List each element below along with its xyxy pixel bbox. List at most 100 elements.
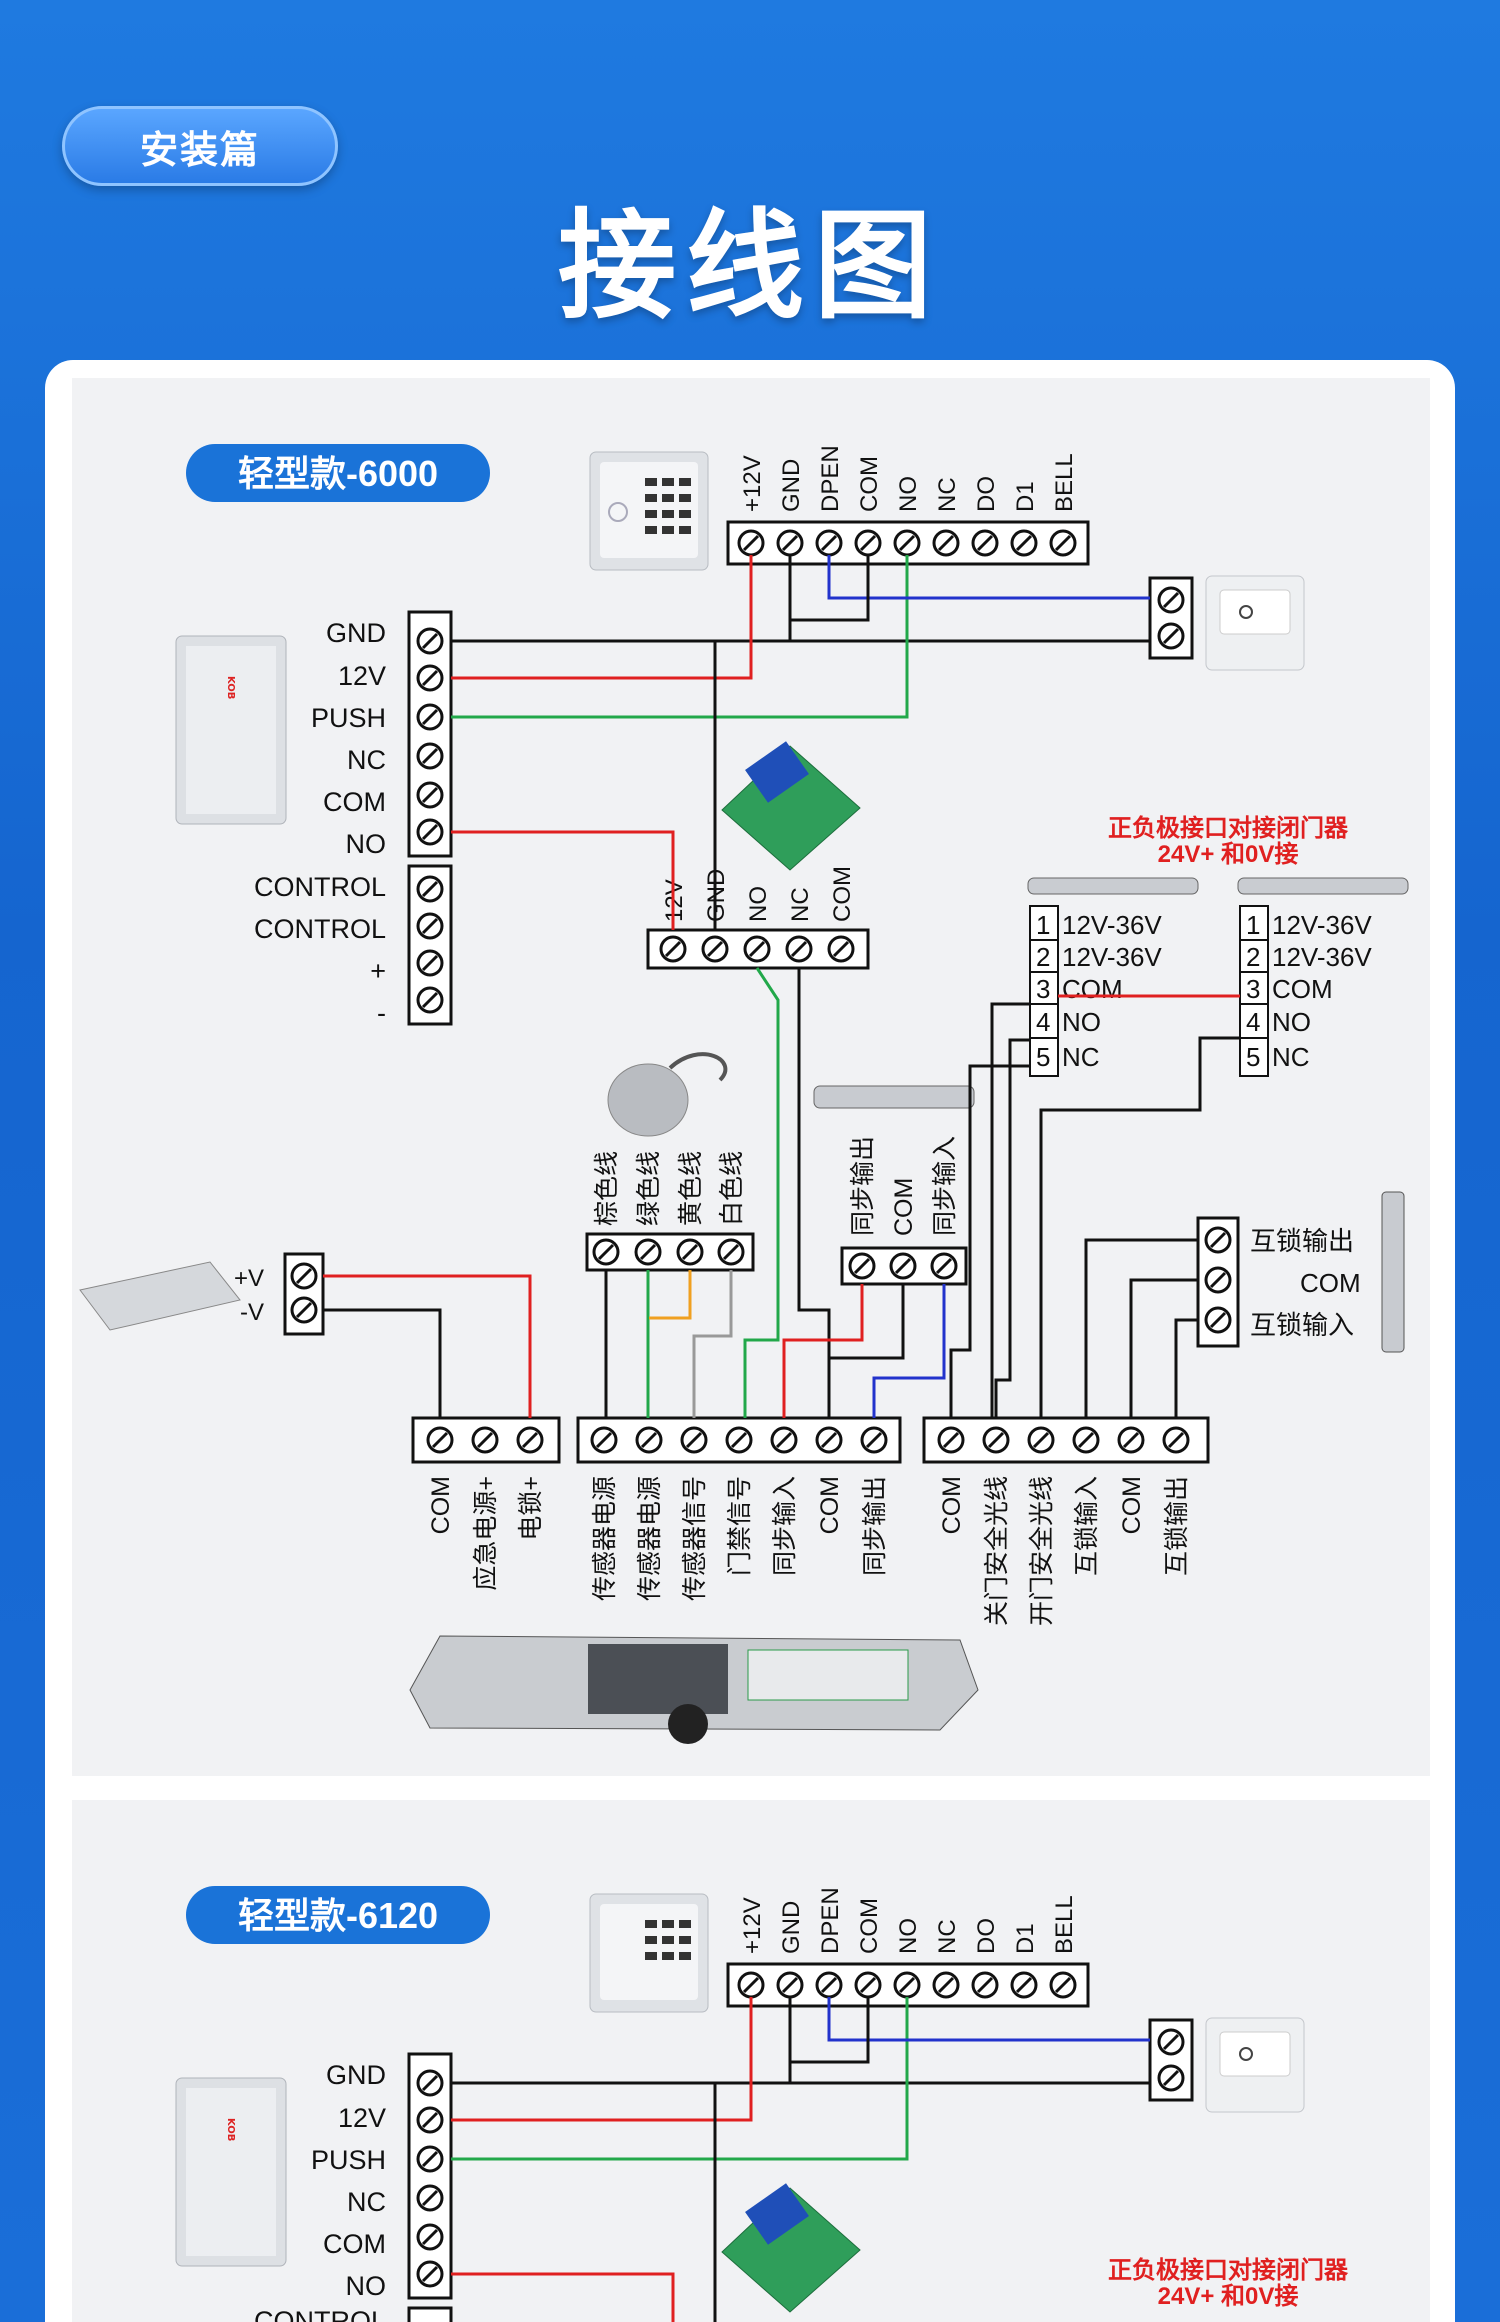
- svg-text:KOB: KOB: [225, 676, 236, 699]
- keypad-terminal-block-2: +12V GND DPEN COM NO NC DO D1 BELL: [726, 1887, 1090, 2008]
- closer-note: 正负极接口对接闭门器 24V+ 和0V接: [1108, 814, 1349, 868]
- terminal-label: BELL: [1051, 453, 1078, 512]
- note-line: 正负极接口对接闭门器: [1108, 2256, 1349, 2284]
- terminal-label: 传感器电源: [636, 1476, 664, 1601]
- pin-number: 5: [1036, 1042, 1050, 1072]
- terminal-label: GND: [326, 2060, 386, 2090]
- pin-number: 3: [1036, 974, 1050, 1004]
- terminal-label: CONTROL: [254, 2306, 386, 2322]
- pin-number: 5: [1246, 1042, 1260, 1072]
- terminal-label: 同步输入: [771, 1476, 799, 1576]
- terminal-label: 互锁输入: [1250, 1310, 1354, 1340]
- terminal-label: +12V: [739, 1897, 766, 1954]
- terminal-label: 12V: [338, 661, 386, 691]
- interlock-device-icon: [1381, 1191, 1405, 1353]
- keypad-terminal-block: +12V GND DPEN COM NO NC DO D1 BELL: [726, 445, 1090, 566]
- terminal-label: COM: [323, 787, 386, 817]
- terminal-label: 门禁信号: [726, 1476, 754, 1576]
- lock-terminal-block: [283, 1252, 325, 1336]
- wire-label: 绿色线: [635, 1151, 663, 1226]
- wire-label: 黄色线: [677, 1151, 705, 1226]
- terminal-label: NO: [346, 2271, 387, 2301]
- terminal-label: PUSH: [311, 703, 386, 733]
- terminal-label: GND: [778, 459, 805, 512]
- note-line: 24V+ 和0V接: [1158, 841, 1299, 868]
- sync-terminal-block: 同步输出 COM 同步输入: [840, 1136, 968, 1286]
- terminal-label: NO: [745, 886, 772, 922]
- terminal-label: CONTROL: [254, 872, 386, 902]
- terminal-label: NC: [347, 2187, 386, 2217]
- note-line: 24V+ 和0V接: [1158, 2283, 1299, 2310]
- pin-number: 4: [1246, 1007, 1260, 1037]
- wire-label: 白色线: [718, 1151, 746, 1226]
- safety-beam-right: 1 12V-36V 2 12V-36V 3 COM 4 NO 5 NC: [1237, 877, 1409, 1077]
- terminal-label: COM: [323, 2229, 386, 2259]
- pin-number: 2: [1246, 942, 1260, 972]
- terminal-label: COM: [829, 866, 856, 922]
- controller-terminals-group3: COM 关门安全光线 开门安全光线 互锁输入 COM 互锁输出: [922, 1416, 1210, 1626]
- exit-button-icon: [1205, 575, 1305, 671]
- exit-button-terminals: [1148, 576, 1194, 660]
- pin-number: 1: [1246, 910, 1260, 940]
- terminal-label: NO: [346, 829, 387, 859]
- terminal-label: BELL: [1051, 1895, 1078, 1954]
- wires-6120: [451, 1997, 1150, 2322]
- terminal-label: 互锁输出: [1250, 1226, 1354, 1256]
- controller-terminals-group1: COM 应急电源+ 电锁+: [411, 1416, 561, 1591]
- svg-text:KOB: KOB: [225, 2118, 236, 2141]
- relay-module-icon-2: [721, 2183, 861, 2313]
- pin-label: NO: [1272, 1007, 1311, 1037]
- terminal-label: 开门安全光线: [1028, 1476, 1056, 1626]
- terminal-label: GND: [778, 1901, 805, 1954]
- wires-6000: [323, 555, 1240, 1418]
- terminal-label: 传感器电源: [591, 1476, 619, 1601]
- pin-number: 4: [1036, 1007, 1050, 1037]
- terminal-label: 同步输出: [849, 1136, 877, 1236]
- pin-label: COM: [1062, 974, 1123, 1004]
- safety-beam-left: 1 12V-36V 2 12V-36V 3 COM 4 NO 5 NC: [1027, 877, 1199, 1077]
- terminal-label: DPEN: [817, 445, 844, 512]
- terminal-label: 关门安全光线: [983, 1476, 1011, 1626]
- terminal-label: COM: [1300, 1268, 1361, 1298]
- pin-label: 12V-36V: [1272, 910, 1372, 940]
- terminal-label: -V: [240, 1299, 264, 1326]
- terminal-label: 12V: [338, 2103, 386, 2133]
- wire-label: 棕色线: [593, 1151, 621, 1226]
- terminal-label: COM: [427, 1476, 455, 1534]
- terminal-label: COM: [890, 1178, 918, 1236]
- model-badge-6000: 轻型款-6000: [186, 444, 490, 502]
- terminal-label: +: [370, 956, 386, 986]
- terminal-label: NC: [934, 1919, 961, 1954]
- terminal-label: CONTROL: [254, 914, 386, 944]
- model-label: 轻型款-6000: [238, 453, 438, 494]
- terminal-label: 应急电源+: [472, 1476, 500, 1591]
- power-supply-icon: KOB: [175, 635, 287, 825]
- terminal-label: COM: [856, 456, 883, 512]
- terminal-label: D1: [1012, 1923, 1039, 1954]
- pin-label: NO: [1062, 1007, 1101, 1037]
- controller-terminals-group2: 传感器电源 传感器电源 传感器信号 门禁信号 同步输入 COM 同步输出: [576, 1416, 902, 1601]
- pin-label: 12V-36V: [1272, 942, 1372, 972]
- closer-note-2: 正负极接口对接闭门器 24V+ 和0V接: [1108, 2256, 1349, 2310]
- terminal-label: NO: [895, 476, 922, 512]
- power-terminal-block-2: GND 12V PUSH NC COM NO CONTROL: [254, 2052, 453, 2322]
- terminal-label: NC: [787, 887, 814, 922]
- exit-button-terminals-2: [1148, 2018, 1194, 2102]
- terminal-label: DO: [973, 476, 1000, 512]
- terminal-label: COM: [856, 1898, 883, 1954]
- section-badge: 安装篇: [62, 106, 338, 186]
- door-operator-icon: [409, 1635, 979, 1744]
- exit-button-icon-2: [1205, 2017, 1305, 2113]
- pin-number: 1: [1036, 910, 1050, 940]
- terminal-label: 同步输出: [861, 1476, 889, 1576]
- interlock-terminal-block: 互锁输出 COM 互锁输入: [1196, 1216, 1361, 1348]
- pin-number: 3: [1246, 974, 1260, 1004]
- terminal-label: COM: [1118, 1476, 1146, 1534]
- terminal-label: DO: [973, 1918, 1000, 1954]
- terminal-label: GND: [326, 618, 386, 648]
- terminal-label: 同步输入: [931, 1136, 959, 1236]
- terminal-label: +12V: [739, 455, 766, 512]
- sensor-terminal-block: 棕色线 绿色线 黄色线 白色线: [585, 1151, 755, 1272]
- model-label: 轻型款-6120: [238, 1895, 438, 1936]
